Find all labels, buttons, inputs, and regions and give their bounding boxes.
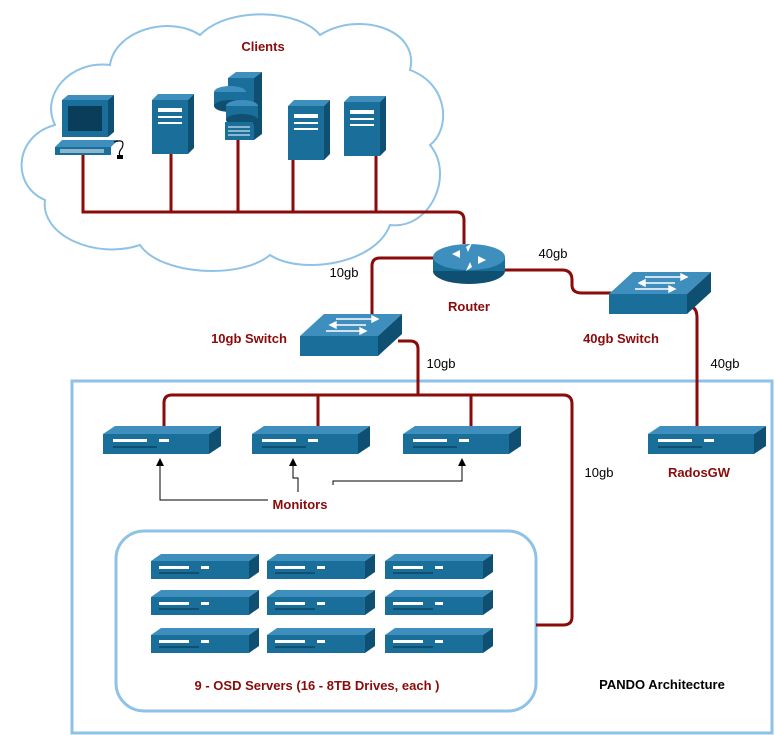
osd-servers-label: 9 - OSD Servers (16 - 8TB Drives, each ) <box>195 678 440 693</box>
radosgw-server[interactable] <box>648 426 766 454</box>
architecture-title: PANDO Architecture <box>599 677 725 692</box>
monitor-callouts <box>159 463 463 501</box>
network-links <box>81 140 699 627</box>
osd-group-box <box>114 529 538 713</box>
osd-server[interactable] <box>151 554 259 579</box>
speed-switch10-cluster: 10gb <box>427 356 456 371</box>
osd-server[interactable] <box>385 628 493 653</box>
desktop-computer-icon <box>55 95 124 159</box>
clients-cloud <box>20 13 444 272</box>
tower-server-icon <box>152 94 194 154</box>
osd-server[interactable] <box>267 554 375 579</box>
osd-server[interactable] <box>151 628 259 653</box>
switch-40gb-label: 40gb Switch <box>583 331 659 346</box>
monitors-label: Monitors <box>273 497 328 512</box>
tower-server-icon <box>288 100 330 160</box>
osd-server[interactable] <box>385 590 493 615</box>
osd-server[interactable] <box>267 628 375 653</box>
monitor-server-3[interactable] <box>403 426 521 454</box>
osd-server[interactable] <box>385 554 493 579</box>
router-label: Router <box>448 299 490 314</box>
tower-server-icon <box>344 96 386 156</box>
monitor-server-2[interactable] <box>252 426 370 454</box>
speed-cluster-osd: 10gb <box>585 465 614 480</box>
speed-router-40gb: 40gb <box>539 246 568 261</box>
clients-label: Clients <box>241 39 284 54</box>
switch-10gb-label: 10gb Switch <box>211 331 287 346</box>
switch-10gb-icon[interactable] <box>299 313 403 357</box>
osd-server[interactable] <box>151 590 259 615</box>
radosgw-label: RadosGW <box>668 465 731 480</box>
switch-40gb-icon[interactable] <box>608 271 712 315</box>
monitor-server-1[interactable] <box>103 426 221 454</box>
osd-server[interactable] <box>267 590 375 615</box>
database-server-icon <box>214 72 262 140</box>
cluster-boundary <box>70 379 774 735</box>
speed-router-10gb: 10gb <box>330 265 359 280</box>
router-icon[interactable] <box>433 243 505 284</box>
speed-switch40-radosgw: 40gb <box>711 356 740 371</box>
